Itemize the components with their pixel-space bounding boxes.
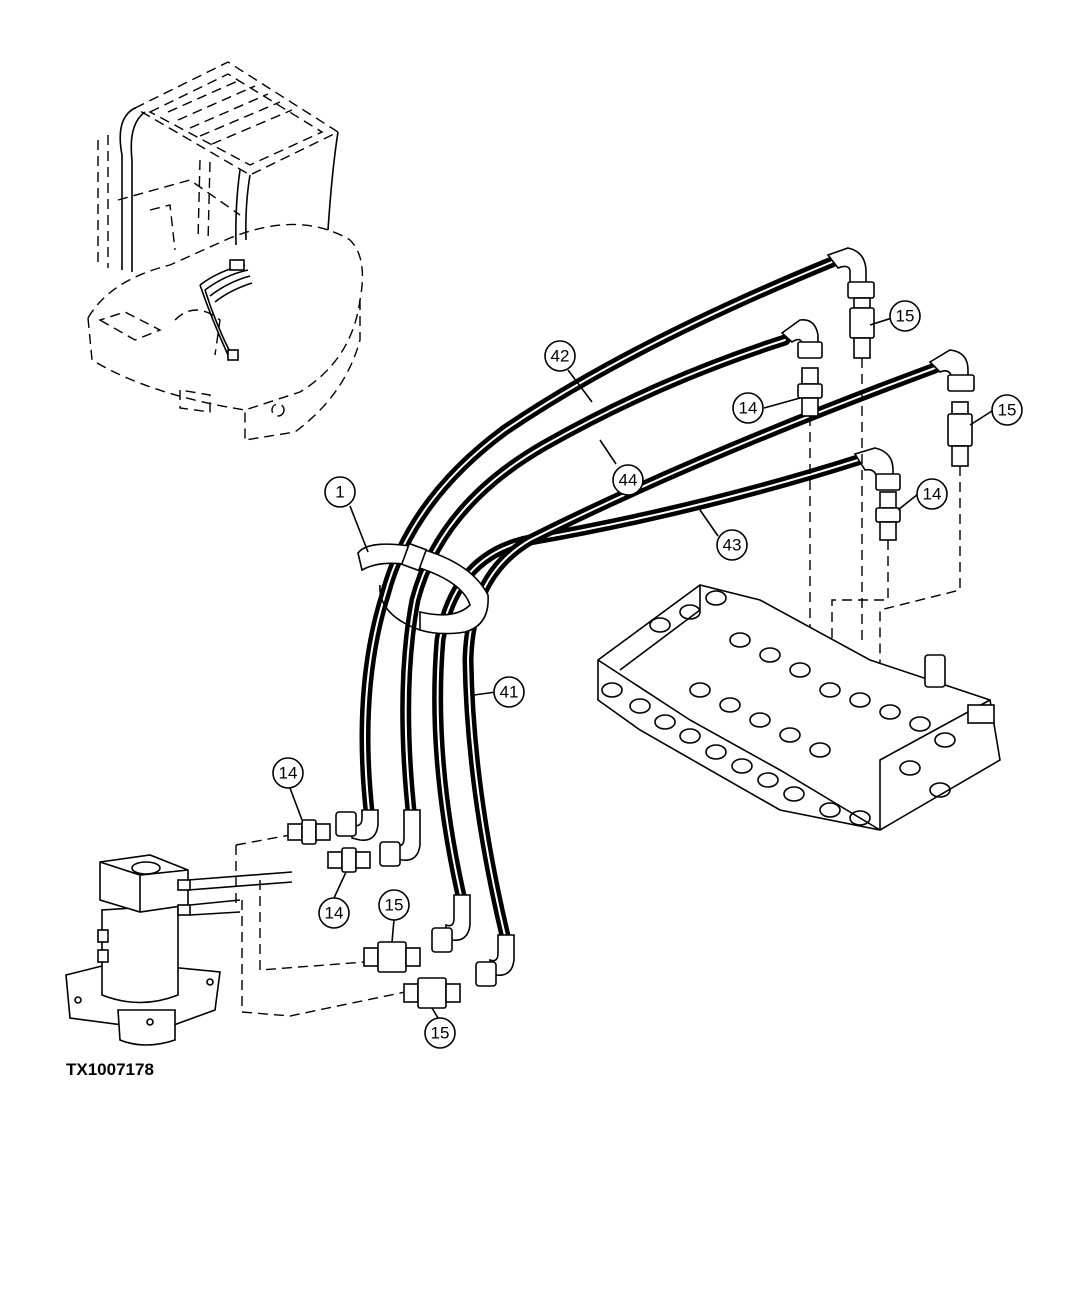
excavator-overview — [87, 61, 364, 441]
callout-14-lower-left: 14 — [272, 757, 304, 789]
hose-44 — [400, 334, 791, 826]
swivel-joint — [65, 834, 406, 1046]
callout-leaders — [289, 317, 993, 1019]
svg-text:42: 42 — [551, 347, 570, 366]
svg-text:15: 15 — [896, 307, 915, 326]
callout-1: 1 — [324, 476, 356, 508]
svg-text:44: 44 — [619, 471, 638, 490]
upper-hose-ends — [780, 247, 975, 491]
svg-text:14: 14 — [279, 764, 298, 783]
svg-text:15: 15 — [431, 1024, 450, 1043]
svg-text:41: 41 — [500, 683, 519, 702]
callout-14-upper-right: 14 — [916, 478, 948, 510]
callout-42: 42 — [544, 340, 576, 372]
callout-14-upper-left: 14 — [732, 392, 764, 424]
control-valve — [597, 584, 1001, 831]
svg-text:14: 14 — [325, 904, 344, 923]
svg-text:15: 15 — [998, 401, 1017, 420]
lower-adapters — [287, 819, 461, 1009]
callout-15-lower: 15 — [424, 1017, 456, 1049]
callout-15-upper: 15 — [889, 300, 921, 332]
callout-15-lower-middle: 15 — [378, 889, 410, 921]
callout-15-upper-right: 15 — [991, 394, 1023, 426]
callout-44: 44 — [612, 464, 644, 496]
callout-41: 41 — [493, 676, 525, 708]
hose-41 — [462, 362, 941, 946]
svg-text:14: 14 — [739, 399, 758, 418]
callout-43: 43 — [716, 529, 748, 561]
lower-hose-ends — [335, 809, 515, 987]
svg-text:43: 43 — [723, 536, 742, 555]
svg-text:1: 1 — [335, 483, 344, 502]
svg-text:15: 15 — [385, 896, 404, 915]
figure-id-label: TX1007178 — [66, 1060, 154, 1079]
hose-43 — [432, 454, 864, 906]
hose-42 — [359, 256, 838, 826]
svg-text:14: 14 — [923, 485, 942, 504]
callout-14-lower-middle: 14 — [318, 897, 350, 929]
hose-clamp — [357, 542, 489, 635]
